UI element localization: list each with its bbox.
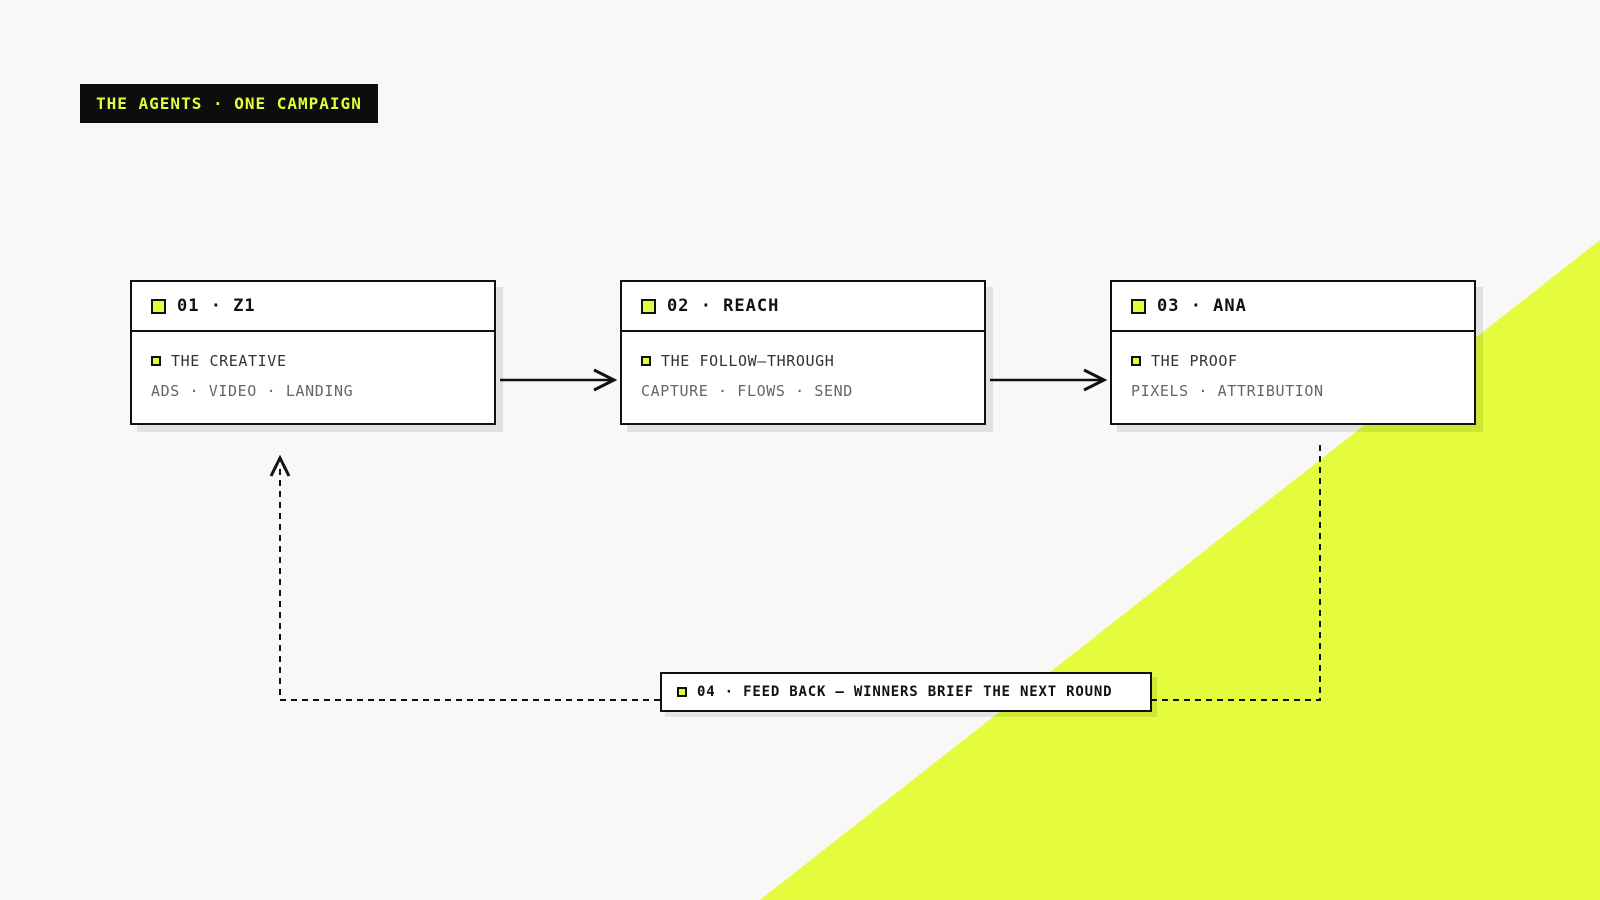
page-title: THE AGENTS · ONE CAMPAIGN	[80, 84, 378, 123]
square-bullet-icon	[1131, 356, 1141, 366]
feedback-label-box: 04 · FEED BACK — WINNERS BRIEF THE NEXT …	[660, 672, 1152, 712]
arrow-z1-to-reach	[500, 368, 618, 392]
feedback-label: 04 · FEED BACK — WINNERS BRIEF THE NEXT …	[697, 684, 1113, 700]
square-bullet-icon	[641, 298, 656, 314]
agent-title: 02 · REACH	[667, 296, 780, 316]
agent-role: THE PROOF	[1151, 352, 1238, 370]
agent-card-reach: 02 · REACH THE FOLLOW–THROUGH CAPTURE · …	[620, 280, 986, 425]
arrow-reach-to-ana	[990, 368, 1108, 392]
square-bullet-icon	[677, 687, 687, 697]
feedback-arrowhead	[269, 454, 291, 477]
square-bullet-icon	[151, 298, 166, 314]
agent-tasks: ADS · VIDEO · LANDING	[151, 382, 354, 400]
square-bullet-icon	[641, 356, 651, 366]
agent-tasks: CAPTURE · FLOWS · SEND	[641, 382, 853, 400]
agent-role: THE FOLLOW–THROUGH	[661, 352, 835, 370]
agent-role: THE CREATIVE	[171, 352, 287, 370]
agent-tasks: PIXELS · ATTRIBUTION	[1131, 382, 1324, 400]
agent-title: 03 · ANA	[1157, 296, 1247, 316]
agent-title: 01 · Z1	[177, 296, 256, 316]
agent-card-ana: 03 · ANA THE PROOF PIXELS · ATTRIBUTION	[1110, 280, 1476, 425]
square-bullet-icon	[1131, 298, 1146, 314]
agent-card-z1: 01 · Z1 THE CREATIVE ADS · VIDEO · LANDI…	[130, 280, 496, 425]
square-bullet-icon	[151, 356, 161, 366]
feedback-loop-path	[279, 445, 1321, 701]
